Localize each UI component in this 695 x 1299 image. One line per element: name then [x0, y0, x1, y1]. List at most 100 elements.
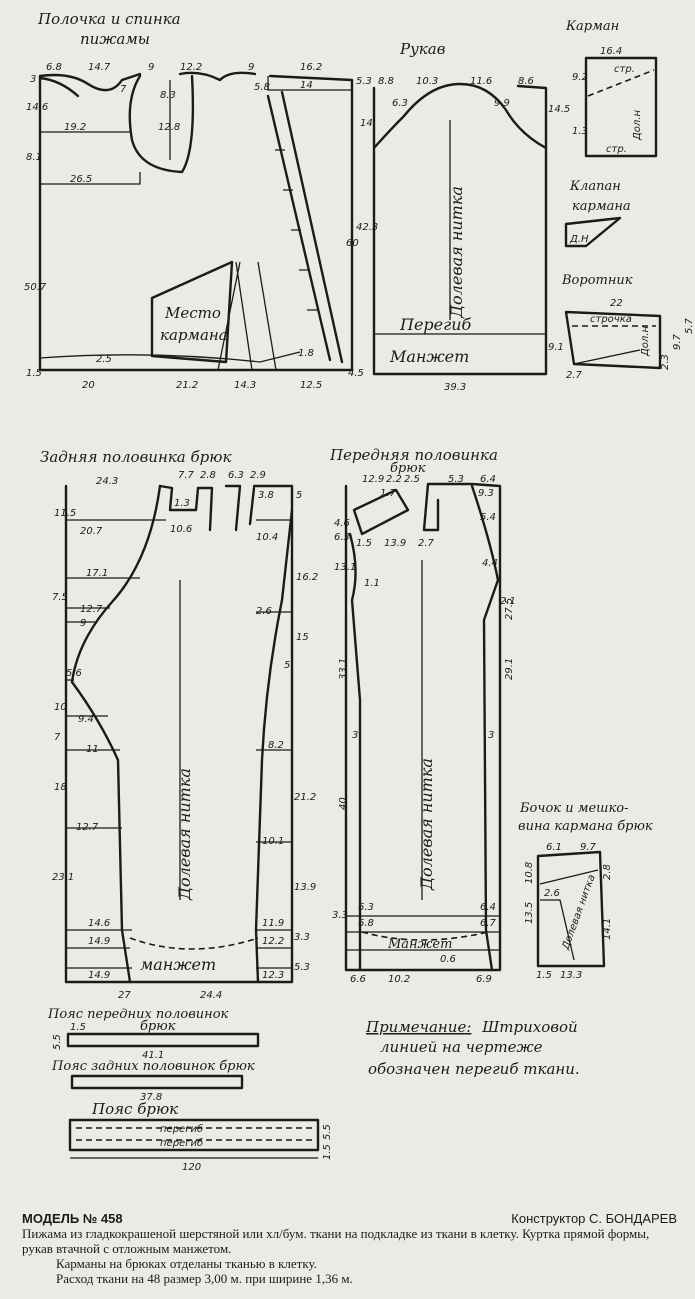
back-trousers-cuff: манжет	[140, 955, 216, 974]
dim: 42.3	[356, 222, 378, 233]
dim: 5.7	[684, 317, 695, 334]
dim: 6.3	[334, 532, 350, 543]
dim: стр.	[614, 64, 635, 75]
pocket-pattern: Карман 16.4 9.2 1.3 стр. Дол.н стр.	[565, 19, 658, 158]
dim: 1.1	[364, 578, 380, 589]
pocket-bag-title-line2: вина кармана брюк	[518, 819, 653, 834]
sleeve-grain: Долевая нитка	[447, 186, 466, 319]
dim: 22	[610, 298, 623, 309]
waistband: Пояс брюк перегиб перегиб 120 5.5 1.5	[68, 1100, 333, 1173]
flap-title-line2: кармана	[572, 199, 631, 214]
dim: 21.2	[176, 380, 198, 391]
note-line3: обозначен перегиб ткани.	[368, 1060, 580, 1078]
dim: 9.9	[494, 98, 510, 109]
front-side-seam	[470, 484, 500, 972]
collar-stitch-label: строчка	[590, 314, 632, 325]
dim: 3	[30, 74, 36, 85]
waist-length: 120	[182, 1162, 201, 1173]
dim: 1.3	[174, 498, 190, 509]
front-crotch-line	[348, 532, 362, 972]
dim: 10.1	[262, 836, 284, 847]
collar-pattern: Воротник строчка Дол.н 22 2.7 2.3 9.7 5.…	[561, 273, 695, 381]
dim: 12.3	[262, 970, 284, 981]
dim: Дол.н	[632, 109, 643, 141]
flap-pattern: Клапан кармана Д.Н	[564, 179, 631, 248]
dim: 23.1	[52, 872, 74, 883]
waistband-back: Пояс задних половинок брюк 37.8	[51, 1059, 255, 1103]
waist-front-title-line2: брюк	[140, 1019, 176, 1034]
dim: 6.3	[392, 98, 408, 109]
dim: 10.8	[524, 862, 535, 884]
dim: 2.5	[404, 474, 420, 485]
dim: 14.9	[88, 970, 110, 981]
dim: 8.2	[268, 740, 284, 751]
dim: 4.5	[348, 368, 364, 379]
collar-title: Воротник	[561, 273, 633, 288]
dim: 12.2	[262, 936, 284, 947]
note-head: Примечание:	[365, 1018, 471, 1036]
front-back-armhole	[128, 74, 195, 174]
front-trousers-pattern: Передняя половинка брюк Долевая нитка Ма…	[329, 446, 516, 985]
dim: 6.9	[476, 974, 492, 985]
back-neck	[38, 76, 80, 98]
waist-fold-2: перегиб	[160, 1137, 203, 1149]
dim: 21.2	[294, 792, 316, 803]
pocket-bag-outline	[536, 850, 606, 968]
dim: 15	[296, 632, 309, 643]
dim: 7	[120, 84, 127, 95]
pocket-bag-title-line1: Бочок и мешко-	[519, 801, 628, 816]
model-number: МОДЕЛЬ № 458	[22, 1211, 123, 1226]
front-cuff-fold	[361, 931, 489, 941]
dim: 10.6	[170, 524, 192, 535]
dim: 13.9	[294, 882, 316, 893]
dim: 8.8	[378, 76, 394, 87]
sleeve-title: Рукав	[399, 40, 446, 58]
waist-back-title: Пояс задних половинок брюк	[51, 1059, 255, 1074]
dim: 13.3	[560, 970, 582, 981]
waist-outline	[68, 1118, 320, 1152]
dim: 6.8	[46, 62, 62, 73]
front-hem-lines	[346, 915, 500, 951]
dim: 10	[54, 702, 67, 713]
pocket-bag-grain: Долевая нитка	[560, 873, 598, 952]
dim: 10.4	[256, 532, 278, 543]
dim: 10.2	[388, 974, 410, 985]
dim: 16.4	[600, 46, 622, 57]
dim: 2.8	[200, 470, 216, 481]
front-edge-a	[266, 94, 332, 362]
dim: 5.5	[52, 1034, 63, 1050]
footer-header: МОДЕЛЬ № 458 Конструктор С. БОНДАРЕВ	[22, 1211, 677, 1226]
dim: 50.7	[24, 282, 47, 293]
dim: 3.3	[294, 932, 310, 943]
dim: 12.7	[80, 604, 103, 615]
sleeve-fold: Перегиб	[399, 315, 472, 334]
dim: 7	[54, 732, 61, 743]
dim: 9.1	[548, 342, 564, 353]
dim: 9	[80, 618, 86, 629]
sleeve-outline	[372, 82, 548, 376]
back-trousers-pattern: Задняя половинка брюк Долевая нитка манж…	[40, 448, 318, 1001]
pocket-outline	[584, 56, 658, 158]
dim: 2.5	[96, 354, 112, 365]
pocket-title: Карман	[565, 19, 619, 34]
dim: 2.9	[250, 470, 266, 481]
dim: 14.9	[88, 936, 110, 947]
dim: 27	[118, 990, 131, 1001]
footer-description: Пижама из гладкокрашеной шерстяной или х…	[22, 1226, 650, 1256]
front-trousers-grain: Долевая нитка	[417, 758, 436, 891]
front-back-title-line1: Полочка и спинка	[37, 10, 181, 28]
dim: 5.4	[480, 512, 496, 523]
waist-back-outline	[70, 1074, 244, 1090]
dim: 24.4	[200, 990, 222, 1001]
dim: 6.7	[480, 918, 497, 929]
dim: 29.1	[504, 658, 515, 680]
collar-outline	[564, 310, 662, 370]
front-back-title-line2: пижамы	[80, 30, 150, 48]
dim: 8.6	[518, 76, 534, 87]
collar-fold	[573, 349, 641, 365]
dim: 1.8	[298, 348, 314, 359]
front-back-outline	[38, 71, 354, 372]
dim: 2.6	[256, 606, 272, 617]
note-block: Примечание: Штриховой линией на чертеже …	[365, 1018, 580, 1078]
dim: 17.1	[86, 568, 108, 579]
